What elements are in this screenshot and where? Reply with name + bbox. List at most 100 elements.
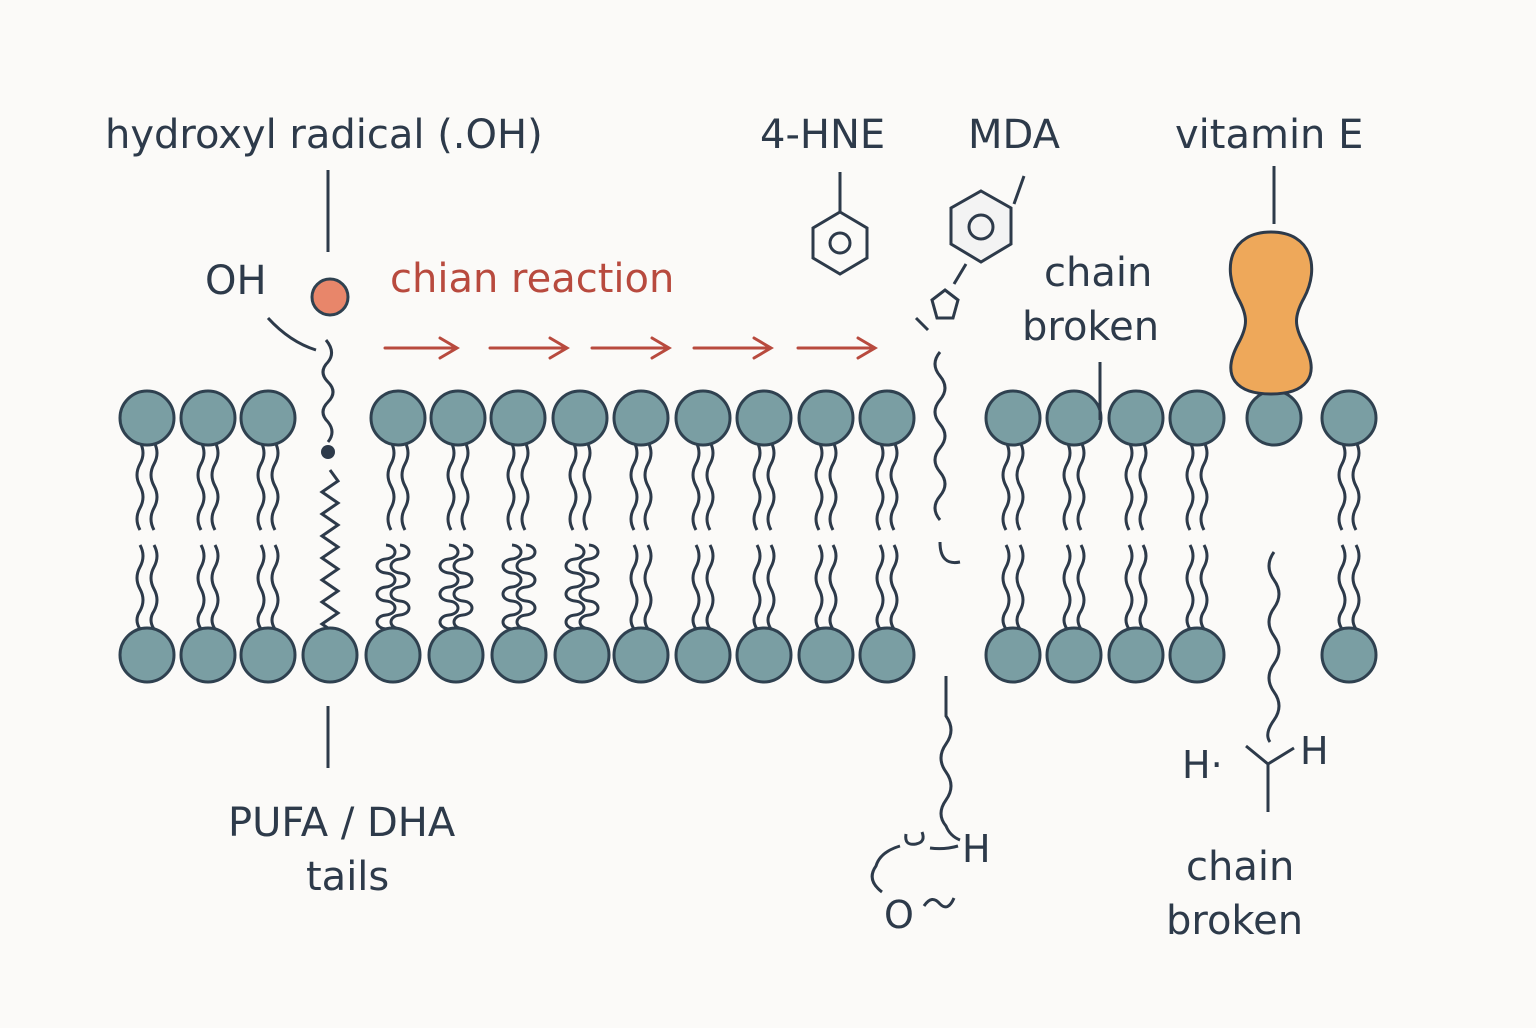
lower-tail xyxy=(629,544,639,630)
upper-tail xyxy=(766,441,776,531)
phospholipid-head-upper xyxy=(735,389,793,447)
phospholipid-head-lower xyxy=(427,626,485,684)
lower-tail xyxy=(889,544,899,630)
phospholipid-head-lower xyxy=(179,626,237,684)
upper-tail xyxy=(446,441,456,531)
pufa-label-line1: PUFA / DHA xyxy=(228,800,456,846)
phospholipid-head-upper xyxy=(858,389,916,447)
chain-arrow-3 xyxy=(590,336,672,360)
upper-tail xyxy=(270,441,280,531)
mda-leader xyxy=(1012,175,1026,205)
lower-tail xyxy=(875,544,885,630)
vitamin-e-chain-group: H· H chain broken xyxy=(1166,551,1329,944)
upper-tail xyxy=(386,441,396,531)
lower-tail xyxy=(210,544,220,630)
upper-tail xyxy=(196,441,206,531)
lower-tail xyxy=(691,544,701,630)
phospholipid-head-lower xyxy=(1045,626,1103,684)
pufa-group: PUFA / DHA tails xyxy=(228,706,456,900)
chain-broken-upper-group: chain broken xyxy=(1022,250,1159,420)
radical-site-dot xyxy=(321,445,335,459)
upper-tail xyxy=(256,441,266,531)
lower-tail xyxy=(766,544,776,630)
lower-tail xyxy=(1199,544,1209,630)
oh-label: OH xyxy=(205,258,267,304)
lower-tail xyxy=(643,544,653,630)
hydroxyl-radical-label: hydroxyl radical (.OH) xyxy=(105,112,543,158)
lower-tail xyxy=(1185,544,1195,630)
upper-tail xyxy=(135,441,145,531)
lower-tail xyxy=(564,543,586,631)
lower-tail xyxy=(1015,544,1025,630)
phospholipid-head-upper xyxy=(1107,389,1165,447)
chain-arrow-1 xyxy=(383,336,460,360)
phospholipid-head-upper xyxy=(612,389,670,447)
chain-reaction-group: chian reaction xyxy=(383,256,878,360)
phospholipid-head-lower xyxy=(612,626,670,684)
phospholipid-head-lower xyxy=(674,626,732,684)
hydroxyl-radical-group: hydroxyl radical (.OH) OH xyxy=(105,112,543,459)
lower-tail xyxy=(828,544,838,630)
phospholipid-head-upper xyxy=(1320,389,1378,447)
lower-tail xyxy=(149,544,159,630)
broken-strand-upper xyxy=(933,351,947,521)
phospholipid-head-upper xyxy=(239,389,297,447)
lipid-heads-layer xyxy=(118,389,1378,684)
lower-tail xyxy=(814,544,824,630)
chain-arrow-2 xyxy=(488,336,570,360)
lower-tail xyxy=(515,543,537,631)
hne-ring xyxy=(811,210,869,276)
mda-small-stroke xyxy=(914,316,930,332)
phospholipid-head-upper xyxy=(1245,389,1303,447)
lower-tail xyxy=(438,543,460,631)
fragment-h-label: H xyxy=(962,827,991,871)
chain-broken-upper-line1: chain xyxy=(1044,250,1152,296)
phospholipid-head-lower xyxy=(553,626,611,684)
upper-tail xyxy=(1124,441,1134,531)
upper-tail xyxy=(1199,441,1209,531)
phospholipid-head-upper xyxy=(489,389,547,447)
upper-tail xyxy=(629,441,639,531)
lower-tail xyxy=(256,544,266,630)
phospholipid-head-upper xyxy=(1045,389,1103,447)
upper-tail xyxy=(1351,441,1361,531)
phospholipid-head-upper xyxy=(118,389,176,447)
chain-broken-upper-line2: broken xyxy=(1022,304,1159,350)
upper-tail xyxy=(1337,441,1347,531)
lower-tail xyxy=(1124,544,1134,630)
fragment-group: H O xyxy=(870,676,991,937)
phospholipid-head-lower xyxy=(1168,626,1226,684)
upper-tail xyxy=(1015,441,1025,531)
phospholipid-head-upper xyxy=(674,389,732,447)
radical-attack-strand xyxy=(321,339,335,443)
lower-tail xyxy=(452,543,474,631)
hne-ring-center xyxy=(828,231,852,255)
upper-tail xyxy=(1062,441,1072,531)
vitamin-e-molecule xyxy=(1228,230,1314,396)
mda-pentagon xyxy=(930,288,960,320)
chain-arrow-5 xyxy=(796,336,878,360)
mda-label: MDA xyxy=(968,112,1061,158)
lower-tail xyxy=(135,544,145,630)
phospholipid-head-lower xyxy=(490,626,548,684)
chain-broken-lower-line1: chain xyxy=(1186,844,1294,890)
upper-tail xyxy=(210,441,220,531)
fragment-arc xyxy=(870,844,901,894)
upper-tail xyxy=(691,441,701,531)
phospholipid-head-upper xyxy=(179,389,237,447)
lower-tail xyxy=(389,543,411,631)
lower-tail xyxy=(375,543,397,631)
upper-tail xyxy=(1076,441,1086,531)
oh-curve xyxy=(266,316,317,352)
fragment-o-label: O xyxy=(884,893,914,937)
mda-ring xyxy=(949,189,1013,264)
phospholipid-head-upper xyxy=(984,389,1042,447)
chain-arrow-4 xyxy=(692,336,774,360)
upper-tail xyxy=(582,441,592,531)
lower-tail xyxy=(1076,544,1086,630)
vitamin-e-tail-strand xyxy=(1266,551,1281,743)
lower-tail xyxy=(1001,544,1011,630)
phospholipid-head-lower xyxy=(301,626,359,684)
